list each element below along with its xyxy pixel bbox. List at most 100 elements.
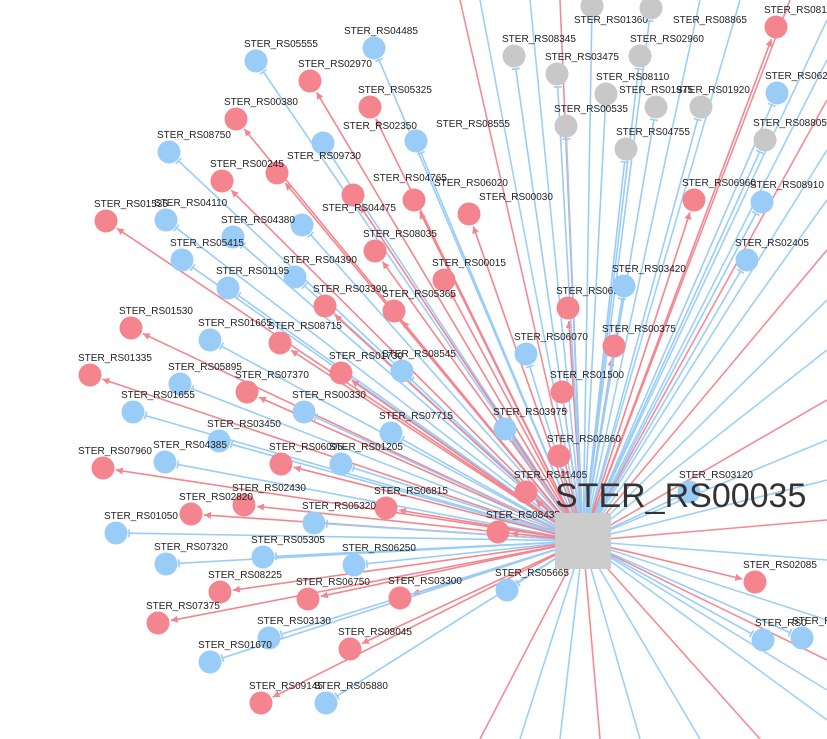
gene-node[interactable]: STER_RS01670 xyxy=(198,640,272,674)
gene-node-circle[interactable] xyxy=(154,552,178,576)
gene-node[interactable]: STER_RS03420 xyxy=(612,264,686,298)
hub-node[interactable] xyxy=(555,513,611,569)
gene-node-circle[interactable] xyxy=(329,361,353,385)
gene-node-circle[interactable] xyxy=(157,140,181,164)
gene-node-circle[interactable] xyxy=(362,36,386,60)
gene-node-circle[interactable] xyxy=(121,400,145,424)
gene-node-circle[interactable] xyxy=(753,128,777,152)
gene-node-circle[interactable] xyxy=(207,429,231,453)
gene-node-circle[interactable] xyxy=(743,570,767,594)
gene-node-circle[interactable] xyxy=(78,363,102,387)
gene-node-circle[interactable] xyxy=(341,183,365,207)
gene-node-circle[interactable] xyxy=(486,520,510,544)
gene-node[interactable]: STER_RS04765 xyxy=(341,173,448,207)
gene-node[interactable]: STER_RS08110 xyxy=(594,72,670,106)
gene-node[interactable]: STER_RS06070 xyxy=(514,332,588,366)
gene-node-circle[interactable] xyxy=(313,294,337,318)
hub-node-group[interactable]: STER_RS00035 xyxy=(555,477,806,569)
gene-node[interactable]: STER_RS03390 xyxy=(313,284,387,318)
gene-node-circle[interactable] xyxy=(514,480,538,504)
gene-node[interactable]: STER_RS05880 xyxy=(314,681,388,715)
gene-node-circle[interactable] xyxy=(257,626,281,650)
gene-node-circle[interactable] xyxy=(216,276,240,300)
gene-node[interactable]: STER_RS03300 xyxy=(388,576,462,610)
gene-node-circle[interactable] xyxy=(374,496,398,520)
gene-node-circle[interactable] xyxy=(556,296,580,320)
gene-node[interactable]: STER_RS01500 xyxy=(550,370,624,404)
gene-node-circle[interactable] xyxy=(493,417,517,441)
gene-node-circle[interactable] xyxy=(735,248,759,272)
gene-node[interactable]: STER_RS02350 xyxy=(311,121,418,155)
gene-node-circle[interactable] xyxy=(119,316,143,340)
gene-node-circle[interactable] xyxy=(146,611,170,635)
gene-node-circle[interactable] xyxy=(292,400,316,424)
gene-node-circle[interactable] xyxy=(302,511,326,535)
gene-node-circle[interactable] xyxy=(198,328,222,352)
gene-node[interactable]: STER_RS01665 xyxy=(198,318,272,352)
gene-node-circle[interactable] xyxy=(382,299,406,323)
gene-node-circle[interactable] xyxy=(404,129,428,153)
gene-node-circle[interactable] xyxy=(290,213,314,237)
gene-node[interactable]: STER_RS00330 xyxy=(292,390,366,424)
gene-node-circle[interactable] xyxy=(644,95,668,119)
gene-node[interactable]: STER_RS08345 xyxy=(502,34,576,68)
gene-node[interactable]: STER_RS01730 xyxy=(329,351,403,385)
gene-node[interactable]: STER_RS06815 xyxy=(374,486,448,520)
gene-node[interactable]: STER_RS0815 xyxy=(764,5,827,39)
gene-node-circle[interactable] xyxy=(677,480,701,504)
gene-node[interactable]: STER_RS03130 xyxy=(257,616,331,650)
gene-node[interactable]: STER_RS02960 xyxy=(628,34,705,68)
gene-node[interactable]: STER_RS04385 xyxy=(153,440,227,474)
gene-node-circle[interactable] xyxy=(379,421,403,445)
gene-node-circle[interactable] xyxy=(269,452,293,476)
gene-node[interactable]: STER_RS00375 xyxy=(602,324,676,358)
gene-node-circle[interactable] xyxy=(283,265,307,289)
gene-node[interactable]: STER_RS01535 xyxy=(94,199,168,233)
gene-node[interactable]: STER_RS07370 xyxy=(235,370,309,404)
gene-node[interactable]: STER_RS05305 xyxy=(251,535,325,569)
gene-node-circle[interactable] xyxy=(689,95,713,119)
gene-node-circle[interactable] xyxy=(91,456,115,480)
gene-node[interactable]: STER_RS08865 xyxy=(639,0,748,26)
gene-node[interactable]: STER_RS09145 xyxy=(249,681,323,715)
gene-node[interactable]: STER_RS06250 xyxy=(342,543,416,577)
gene-node[interactable]: STER_RS07715 xyxy=(379,411,453,445)
gene-node-circle[interactable] xyxy=(545,62,569,86)
gene-node[interactable]: STER_RS08715 xyxy=(268,321,342,355)
gene-node[interactable]: STER_RS01655 xyxy=(121,390,195,424)
gene-node[interactable]: STER_RS05320 xyxy=(302,501,376,535)
gene-node[interactable]: STER_RS08035 xyxy=(363,229,437,263)
gene-node-circle[interactable] xyxy=(179,502,203,526)
gene-node-circle[interactable] xyxy=(363,239,387,263)
gene-node[interactable]: STER_RS01205 xyxy=(329,442,403,476)
gene-node[interactable]: STER_RS11405 xyxy=(514,470,588,504)
gene-node[interactable]: STER_RS08910 xyxy=(750,180,824,214)
gene-node[interactable]: STER_RS02085 xyxy=(743,560,817,594)
gene-node-circle[interactable] xyxy=(432,268,456,292)
gene-node-circle[interactable] xyxy=(221,225,245,249)
gene-node-circle[interactable] xyxy=(232,493,256,517)
gene-node[interactable]: STER_RS05555 xyxy=(244,39,318,73)
gene-node-circle[interactable] xyxy=(311,131,335,155)
gene-node[interactable]: STER_RS04755 xyxy=(614,127,691,161)
gene-node[interactable]: STER_RS00380 xyxy=(224,97,298,131)
gene-node-circle[interactable] xyxy=(550,380,574,404)
gene-node[interactable]: STER_RS04380 xyxy=(221,215,295,249)
gene-node-circle[interactable] xyxy=(198,650,222,674)
gene-node-circle[interactable] xyxy=(358,95,382,119)
gene-node-circle[interactable] xyxy=(547,444,571,468)
gene-node-circle[interactable] xyxy=(153,450,177,474)
gene-node[interactable]: STER_RS02860 xyxy=(547,434,621,468)
gene-node-circle[interactable] xyxy=(314,691,338,715)
gene-node-circle[interactable] xyxy=(208,580,232,604)
gene-node[interactable]: STER_RS08555 xyxy=(404,119,511,153)
gene-node-circle[interactable] xyxy=(170,248,194,272)
gene-node-circle[interactable] xyxy=(751,628,775,652)
gene-node[interactable]: STER_RS02405 xyxy=(735,238,809,272)
gene-node-circle[interactable] xyxy=(104,521,128,545)
gene-node[interactable]: STER_RS06020 xyxy=(402,178,509,212)
gene-node[interactable]: STER_RS03975 xyxy=(493,407,567,441)
gene-node-circle[interactable] xyxy=(514,342,538,366)
